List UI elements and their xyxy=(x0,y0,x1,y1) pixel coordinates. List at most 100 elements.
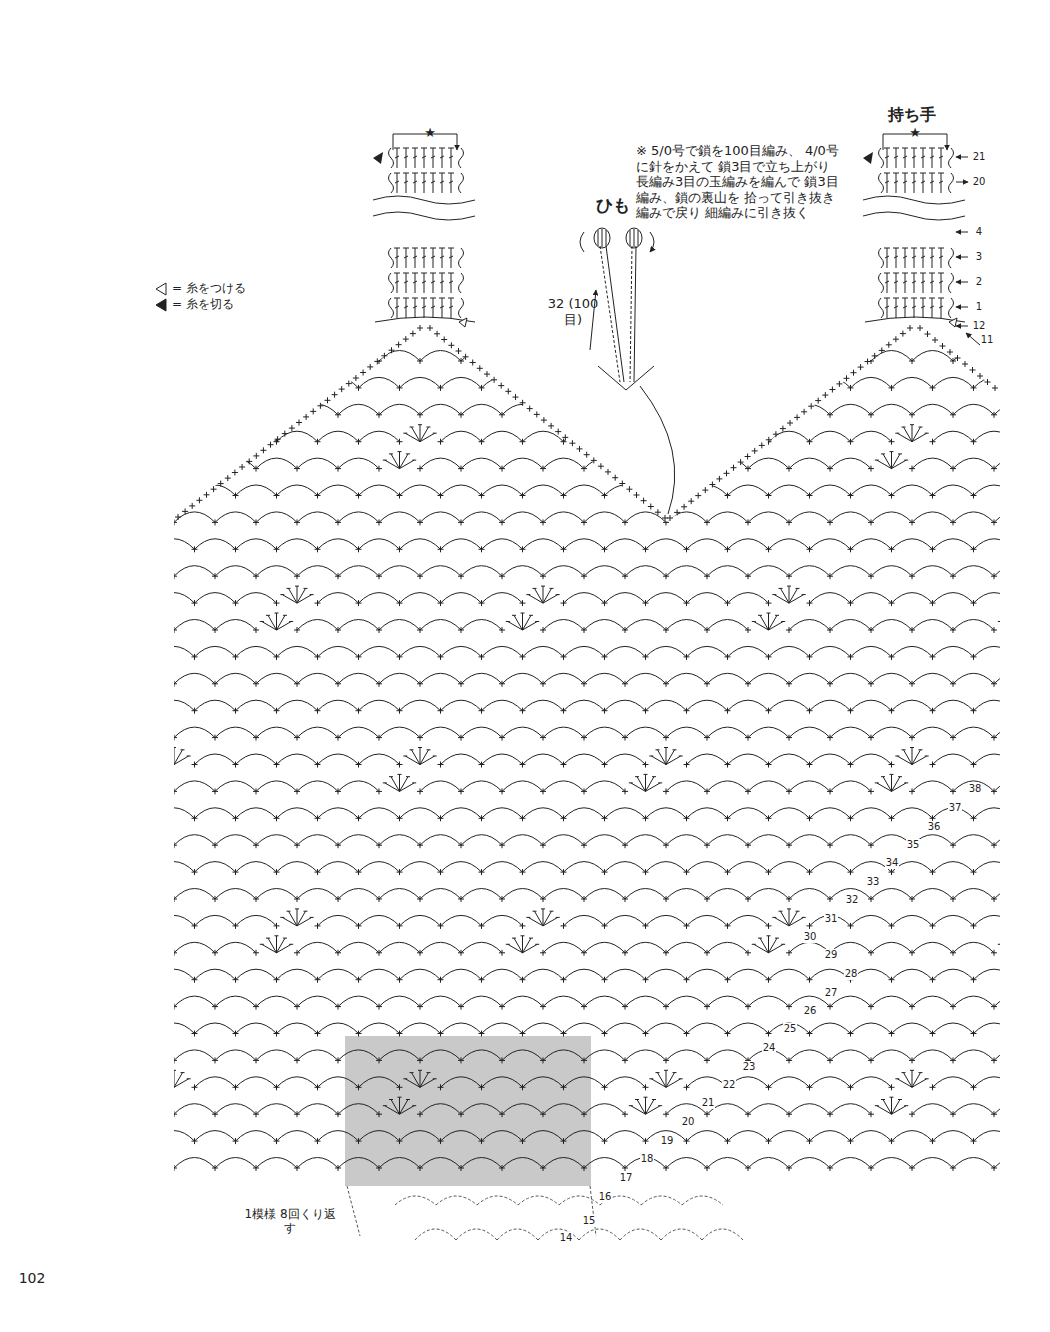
chain-row xyxy=(151,485,1015,499)
chain-row xyxy=(130,889,1035,903)
row-number: 38 xyxy=(968,783,983,795)
row-number: 20 xyxy=(681,1116,696,1128)
row-arrow xyxy=(956,282,968,283)
chart-label: ★ xyxy=(424,125,436,141)
row-number: 18 xyxy=(640,1153,655,1165)
fan-stitch xyxy=(137,774,170,791)
fan-stitch xyxy=(875,452,908,469)
row-number: 32 xyxy=(845,894,860,906)
fan-stitch xyxy=(403,1070,436,1087)
cord-line xyxy=(606,246,636,382)
chain-row xyxy=(130,512,1035,526)
row-arrow xyxy=(956,157,968,158)
row-number: 3 xyxy=(975,251,983,263)
fan-stitch xyxy=(403,748,436,765)
fan-stitch xyxy=(649,748,682,765)
fan-stitch xyxy=(383,452,416,469)
fan-stitch xyxy=(629,1097,662,1114)
chart-label: 32 (100目) xyxy=(545,296,601,327)
cord-line xyxy=(600,246,632,382)
fan-stitch xyxy=(875,1097,908,1114)
fan-stitch xyxy=(280,586,313,603)
fan-stitch xyxy=(526,909,559,926)
handle-stitches xyxy=(879,148,954,318)
chain-row xyxy=(151,1077,1015,1091)
chain-row xyxy=(151,754,1015,768)
row-number: 24 xyxy=(762,1042,777,1054)
row-number: 11 xyxy=(980,334,995,346)
fan-stitch xyxy=(260,936,293,953)
attach-thread-symbol xyxy=(156,283,166,295)
row-number: 21 xyxy=(701,1097,716,1109)
fan-stitch xyxy=(137,452,170,469)
chain-row xyxy=(151,646,1015,660)
chain-row xyxy=(151,1023,1015,1037)
chain-row xyxy=(151,431,1015,445)
fan-stitch xyxy=(280,909,313,926)
fan-stitch xyxy=(157,1070,190,1087)
chain-row xyxy=(151,700,1015,714)
row-number: 14 xyxy=(559,1232,574,1244)
repeat-guide xyxy=(347,1186,596,1236)
edge-stitches xyxy=(427,325,668,521)
fan-stitch xyxy=(383,1097,416,1114)
cord-base xyxy=(598,366,654,390)
row-number: 16 xyxy=(598,1191,613,1203)
row-number: 20 xyxy=(972,176,987,188)
fan-stitch xyxy=(506,613,539,630)
chain-row xyxy=(130,781,1035,795)
mesh-group xyxy=(130,324,1035,1171)
chain-row xyxy=(130,351,1035,365)
fan-stitch xyxy=(137,1097,170,1114)
chain-row xyxy=(130,620,997,634)
fan-stitch xyxy=(403,425,436,442)
fan-stitch xyxy=(649,425,682,442)
row-number: 4 xyxy=(975,226,983,238)
fan-stitch xyxy=(157,425,190,442)
chain-row xyxy=(130,1050,1035,1064)
handle-chart xyxy=(863,134,965,322)
cut-thread-mark xyxy=(373,152,383,164)
row-number: 35 xyxy=(906,839,921,851)
chain-row xyxy=(130,835,1035,849)
row-number: 30 xyxy=(803,931,818,943)
fan-stitch xyxy=(649,1070,682,1087)
edge-stitches xyxy=(667,325,913,521)
leader-line xyxy=(640,386,675,514)
cord-figure xyxy=(580,228,675,514)
row-number: 22 xyxy=(722,1079,737,1091)
row-number: 36 xyxy=(927,821,942,833)
chain-row xyxy=(151,539,1015,553)
partial-rows xyxy=(347,1186,743,1240)
fan-stitch xyxy=(772,909,805,926)
chain-row xyxy=(151,969,1015,983)
row-number: 25 xyxy=(783,1023,798,1035)
fan-stitch xyxy=(526,586,559,603)
chain-row xyxy=(130,1158,1035,1172)
fan-stitch xyxy=(895,748,928,765)
fan-stitch xyxy=(772,586,805,603)
cut-thread-symbol xyxy=(156,299,166,311)
row-arrow xyxy=(956,232,968,233)
chain-row xyxy=(151,593,1015,607)
chain-row xyxy=(151,377,1015,391)
chart-label: 102 xyxy=(19,1270,46,1287)
chart-label: ★ xyxy=(909,125,921,141)
row-arrow xyxy=(956,307,968,308)
row-number: 23 xyxy=(742,1061,757,1073)
row-number: 12 xyxy=(972,320,987,332)
chain-row xyxy=(151,1131,1015,1145)
cut-thread-mark xyxy=(863,152,873,164)
attach-thread-mark xyxy=(949,318,957,327)
chart-label: ひも xyxy=(596,195,630,215)
fan-stitch xyxy=(998,936,1031,953)
row-number: 26 xyxy=(803,1005,818,1017)
handle-stitches xyxy=(389,148,464,318)
edge-stitches xyxy=(917,325,998,391)
row-arrow xyxy=(956,257,968,258)
chain-row xyxy=(130,404,1035,418)
fan-stitch xyxy=(383,774,416,791)
row-number: 2 xyxy=(975,276,983,288)
row-number: 21 xyxy=(972,151,987,163)
